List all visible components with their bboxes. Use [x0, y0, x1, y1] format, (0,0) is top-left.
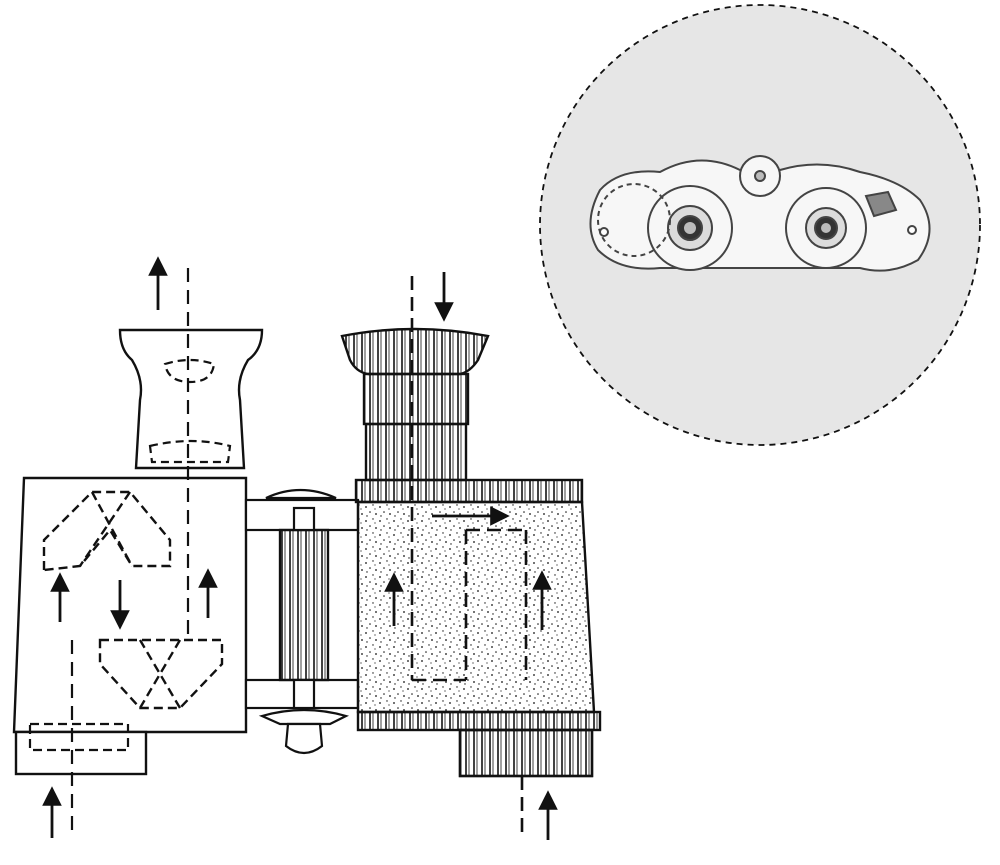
right-optical-axis [410, 276, 528, 835]
right-eyecup [340, 327, 490, 376]
left-upper-prism [42, 490, 172, 572]
left-light-arrows [42, 256, 218, 838]
left-prism-housing [12, 476, 248, 734]
left-eyecup [118, 328, 264, 470]
left-tube [12, 256, 264, 838]
inset-binocular-front [589, 155, 931, 272]
right-top-band [354, 478, 584, 504]
right-eyepiece-ring [362, 372, 470, 426]
left-objective-lens [28, 722, 130, 752]
hinge-top-cap [265, 488, 337, 500]
right-tube [340, 327, 602, 778]
right-light-arrows [384, 272, 558, 840]
left-objective [14, 730, 148, 776]
front-view-inset [539, 4, 981, 446]
left-eyepiece-lenses [148, 358, 232, 464]
center-hinge [244, 488, 360, 755]
right-objective [458, 728, 594, 778]
focus-knob [258, 708, 350, 726]
left-optical-axis [70, 268, 190, 835]
focus-wheel [278, 528, 330, 682]
right-bottom-band [356, 710, 602, 732]
